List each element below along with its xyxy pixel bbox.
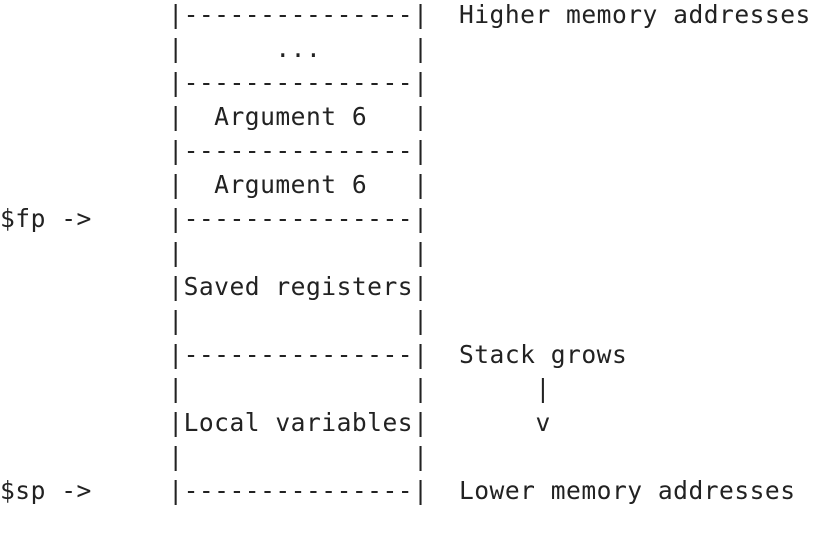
diagram-line-frame-pointer: $fp -> |---------------| [0,204,429,233]
diagram-line-argument-lower: | Argument 6 | [0,170,429,199]
diagram-line-local-variables: |Local variables| v [0,408,551,437]
diagram-line-stack-grows: |---------------| Stack grows [0,340,628,369]
diagram-line-saved-registers: |Saved registers| [0,272,429,301]
diagram-line-argument-upper: | Argument 6 | [0,102,429,131]
diagram-line-separator: |---------------| [0,68,429,97]
ascii-diagram: |---------------| Higher memory addresse… [0,0,811,505]
diagram-line-stack-pointer: $sp -> |---------------| Lower memory ad… [0,476,796,505]
diagram-line-ellipsis: | ... | [0,34,429,63]
diagram-line-blank: | | [0,306,429,335]
diagram-line-blank: | | [0,238,429,267]
diagram-line-blank: | | [0,442,429,471]
diagram-line-separator: |---------------| [0,136,429,165]
diagram-line-higher-memory: |---------------| Higher memory addresse… [0,0,811,29]
diagram-line-arrow-shaft: | | | [0,374,551,403]
